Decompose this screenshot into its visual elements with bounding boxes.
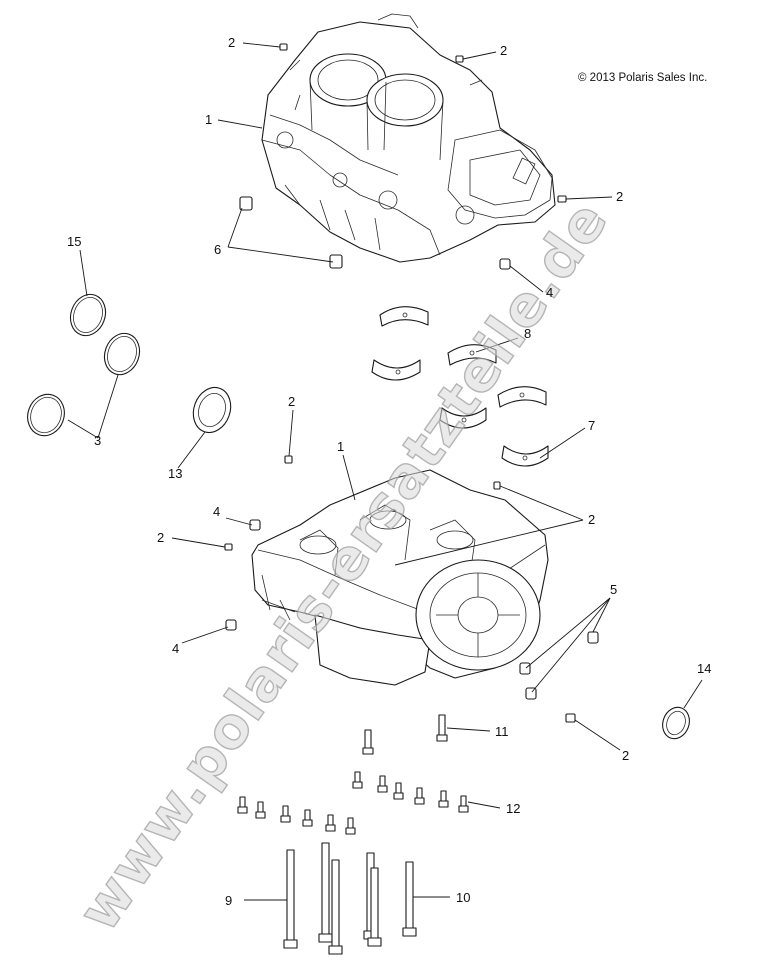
callout-2-right-upper: 2 (616, 189, 623, 204)
lower-crankcase (251, 469, 549, 686)
dowels-and-plugs (224, 43, 599, 723)
callout-2-left-lower: 2 (157, 530, 164, 545)
copyright-text: © 2013 Polaris Sales Inc. (578, 72, 707, 84)
leader-lines (67, 42, 703, 901)
callout-4-upper: 4 (546, 285, 553, 300)
seal-rings (27, 293, 690, 740)
callout-13: 13 (168, 466, 182, 481)
callout-9: 9 (225, 893, 232, 908)
callout-14: 14 (697, 661, 711, 676)
callout-5: 5 (610, 582, 617, 597)
callout-6: 6 (214, 242, 221, 257)
callout-2-bottom-right: 2 (622, 748, 629, 763)
callout-labels: 1 1 2 2 2 2 2 2 2 3 4 4 4 5 6 7 8 9 10 1… (67, 35, 711, 908)
callout-2-top-left: 2 (228, 35, 235, 50)
callout-10: 10 (456, 890, 470, 905)
main-bearing-halves (371, 306, 549, 467)
crankcase-bolts (237, 714, 469, 955)
callout-3: 3 (94, 433, 101, 448)
callout-11: 11 (495, 724, 509, 739)
callout-2-top-right: 2 (500, 43, 507, 58)
callout-2-right-lower: 2 (588, 512, 595, 527)
callout-4-lower: 4 (172, 641, 179, 656)
callout-4-middle: 4 (213, 504, 220, 519)
upper-crankcase (261, 13, 556, 263)
callout-1-lower: 1 (337, 439, 344, 454)
callout-7: 7 (588, 418, 595, 433)
callout-1-upper: 1 (205, 112, 212, 127)
callout-8: 8 (524, 326, 531, 341)
callout-12: 12 (506, 801, 520, 816)
callout-15: 15 (67, 234, 81, 249)
callout-2-middle: 2 (288, 394, 295, 409)
